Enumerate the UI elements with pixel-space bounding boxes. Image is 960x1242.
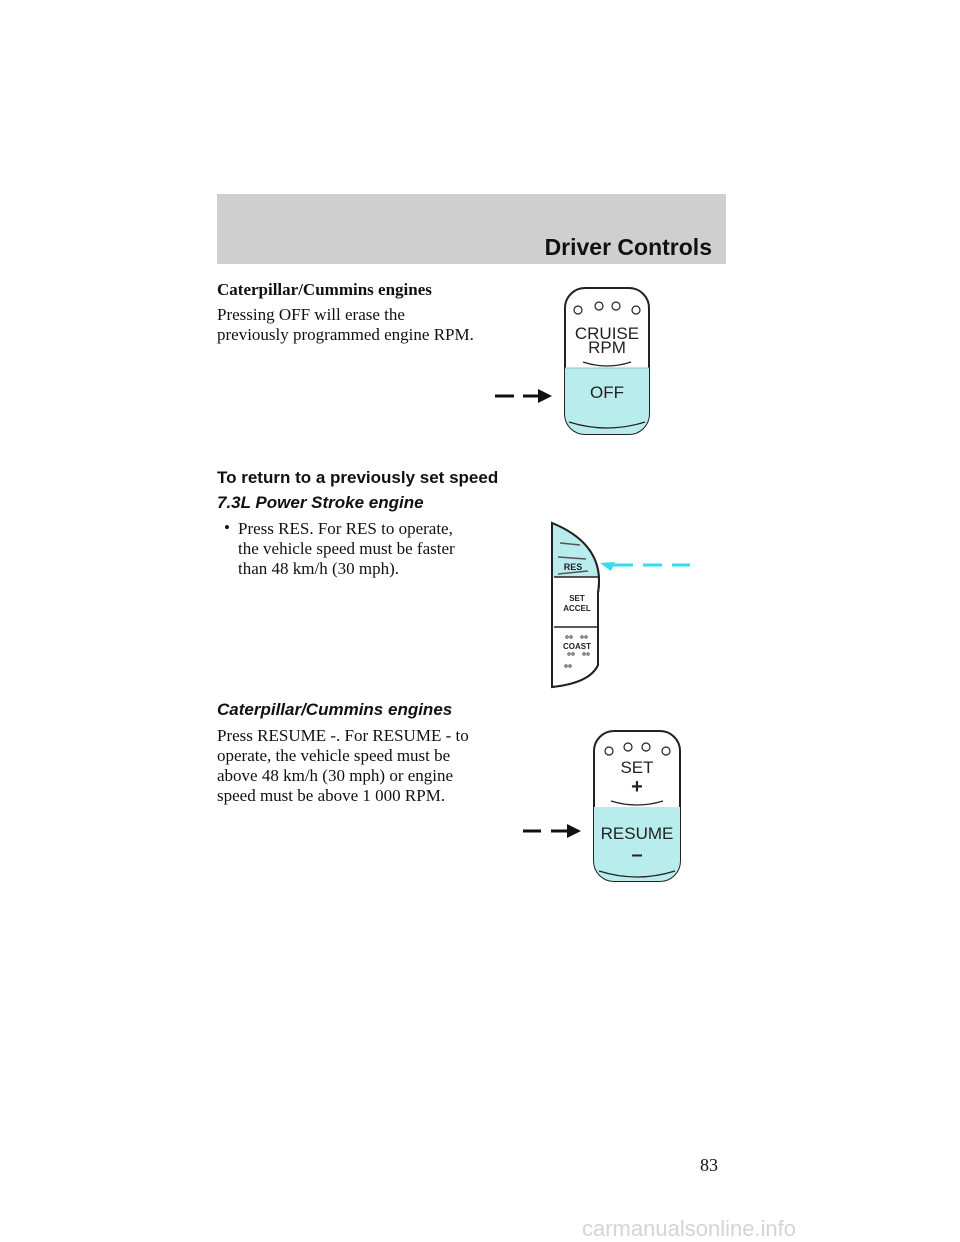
section3-body-line-3: above 48 km/h (30 mph) or engine bbox=[217, 766, 454, 785]
set-resume-switch-illustration: SET + RESUME – bbox=[523, 730, 681, 882]
section1-body-line-2: previously programmed engine RPM. bbox=[217, 325, 474, 344]
section3-body-line-2: operate, the vehicle speed must be bbox=[217, 746, 451, 765]
bullet-line-1: Press RES. For RES to operate, bbox=[238, 519, 453, 538]
section3-body-line-1: Press RESUME -. For RESUME - to bbox=[217, 726, 469, 745]
minus-icon: – bbox=[631, 844, 642, 866]
accel-label: ACCEL bbox=[563, 604, 591, 613]
coast-label: COAST bbox=[563, 642, 591, 651]
res-label: RES bbox=[564, 562, 583, 572]
bullet-line-3: than 48 km/h (30 mph). bbox=[238, 559, 400, 578]
cruise-label: CRUISE bbox=[575, 324, 639, 343]
section1-body-line-1: Pressing OFF will erase the bbox=[217, 305, 405, 324]
watermark: carmanualsonline.info bbox=[582, 1216, 797, 1241]
section-title: Driver Controls bbox=[544, 234, 712, 260]
section2-subheading: 7.3L Power Stroke engine bbox=[217, 493, 424, 512]
page-number: 83 bbox=[700, 1155, 718, 1175]
resume-label: RESUME bbox=[601, 824, 674, 843]
bullet-line-2: the vehicle speed must be faster bbox=[238, 539, 455, 558]
section3-body-line-4: speed must be above 1 000 RPM. bbox=[217, 786, 446, 805]
section3-subheading: Caterpillar/Cummins engines bbox=[217, 700, 453, 719]
set-label: SET bbox=[569, 594, 585, 603]
cruise-rpm-off-switch-illustration: CRUISE RPM OFF bbox=[495, 287, 650, 435]
arrow-right-icon bbox=[538, 389, 552, 403]
plus-icon: + bbox=[631, 776, 643, 798]
section2-heading: To return to a previously set speed bbox=[217, 468, 499, 487]
set-label: SET bbox=[620, 758, 653, 777]
res-set-coast-stalk-illustration: RES SET ACCEL COAST bbox=[551, 521, 690, 689]
bullet-icon: • bbox=[224, 518, 230, 537]
section1-heading: Caterpillar/Cummins engines bbox=[217, 280, 432, 299]
header-band: Driver Controls bbox=[217, 194, 726, 264]
arrow-right-icon bbox=[567, 824, 581, 838]
arrow-left-icon bbox=[600, 562, 615, 571]
rpm-label: RPM bbox=[588, 338, 626, 357]
off-label: OFF bbox=[590, 383, 624, 402]
